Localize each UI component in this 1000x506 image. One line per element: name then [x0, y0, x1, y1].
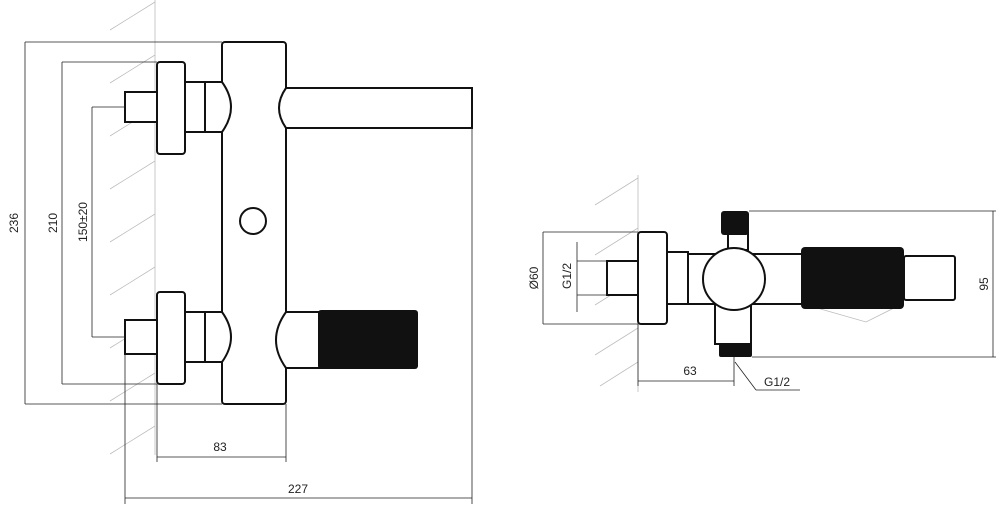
front-view: 236 210 150±20 83 227	[7, 0, 473, 504]
side-diverter-knob	[721, 211, 749, 235]
dim-height-inner-label: 150±20	[76, 202, 90, 242]
dim-thread-bottom: G1/2	[734, 361, 800, 391]
dim-thread-bottom-label: G1/2	[764, 375, 790, 389]
dim-body-width: 83	[156, 384, 287, 462]
wall-hatching	[109, 0, 156, 455]
dim-offset: 63	[637, 324, 735, 386]
side-rosette	[637, 231, 668, 325]
diverter-button	[239, 207, 267, 235]
side-outlet-thread	[719, 343, 752, 357]
lower-wall-connection	[124, 291, 232, 385]
dim-offset-label: 63	[683, 364, 697, 378]
dim-thread-top: G1/2	[560, 242, 607, 312]
side-view: Ø60 G1/2 95 63 G1/2	[527, 175, 996, 392]
dim-height-inner: 150±20	[76, 106, 125, 338]
dim-height-total: 236	[7, 41, 222, 405]
handle-grip	[318, 310, 418, 369]
dim-diameter-label: Ø60	[527, 266, 541, 289]
side-body-ball	[702, 247, 766, 311]
dim-height-outer-label: 210	[46, 213, 60, 233]
dim-body-width-label: 83	[213, 440, 227, 454]
side-connector-nut	[666, 251, 689, 305]
spout	[278, 87, 473, 129]
dim-thread-top-label: G1/2	[560, 263, 574, 289]
mixer-body	[221, 41, 287, 405]
dim-height: 95	[749, 210, 996, 358]
dim-total-width: 227	[124, 128, 473, 504]
handle-neck	[275, 311, 321, 369]
dim-height-total-label: 236	[7, 213, 21, 233]
upper-wall-connection	[124, 61, 232, 155]
dim-height-outer: 210	[46, 61, 157, 385]
dim-diameter: Ø60	[527, 231, 638, 325]
dim-total-width-label: 227	[288, 482, 308, 496]
side-handle-ghost	[802, 303, 903, 323]
side-connector-pin	[606, 260, 639, 296]
dim-height-label: 95	[977, 277, 991, 291]
side-handle-grip	[801, 247, 904, 309]
side-handle-end	[903, 255, 956, 301]
